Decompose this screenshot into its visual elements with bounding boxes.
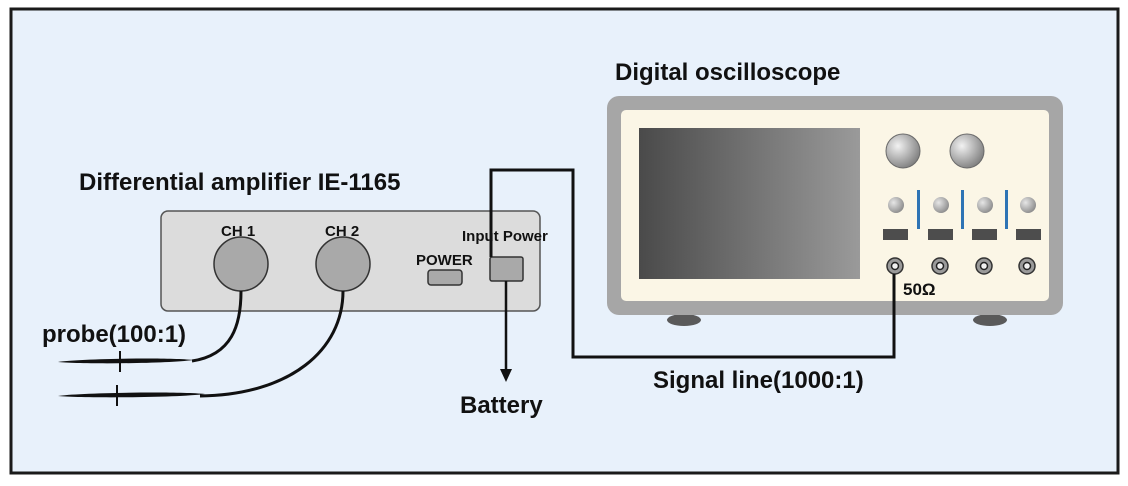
scope-input-connector[interactable]: [1018, 257, 1036, 275]
scope-divider: [917, 190, 920, 229]
oscilloscope-title: Digital oscilloscope: [615, 59, 840, 86]
scope-screen: [639, 128, 860, 279]
scope-channel-button[interactable]: [1020, 197, 1036, 213]
ch1-label: CH 1: [221, 223, 255, 240]
scope-channel-button[interactable]: [977, 197, 993, 213]
scope-foot-left: [667, 314, 701, 326]
scope-knob-right[interactable]: [949, 133, 985, 169]
scope-foot-right: [973, 314, 1007, 326]
power-switch[interactable]: [427, 269, 463, 286]
scope-divider: [961, 190, 964, 229]
signal-line-cable: [489, 168, 896, 359]
probe-cable-ch1: [191, 290, 243, 363]
power-label: POWER: [416, 252, 473, 269]
oscilloscope: 50Ω: [607, 96, 1063, 326]
input-power-label: Input Power: [462, 228, 548, 245]
differential-amplifier: CH 1 CH 2 POWER Input Power: [160, 210, 548, 312]
scope-input-connector[interactable]: [931, 257, 949, 275]
signal-line-label: Signal line(1000:1): [653, 367, 864, 394]
scope-input-connector[interactable]: [975, 257, 993, 275]
scope-channel-controls: [883, 190, 1041, 275]
probe-label: probe(100:1): [42, 321, 186, 348]
amplifier-title: Differential amplifier IE-1165: [79, 169, 400, 196]
probe-ch1: [58, 351, 193, 372]
scope-channel-button[interactable]: [933, 197, 949, 213]
ch2-input-connector[interactable]: [315, 236, 371, 292]
battery-arrow-icon: [500, 369, 512, 382]
scope-channel-key[interactable]: [928, 229, 953, 240]
ch2-label: CH 2: [325, 223, 359, 240]
battery-label: Battery: [460, 392, 543, 419]
scope-channel-key[interactable]: [883, 229, 908, 240]
scope-knob-left[interactable]: [885, 133, 921, 169]
scope-channel-key[interactable]: [972, 229, 997, 240]
ch1-input-connector[interactable]: [213, 236, 269, 292]
impedance-label: 50Ω: [903, 280, 936, 299]
scope-input-connector[interactable]: [886, 257, 904, 275]
scope-divider: [1005, 190, 1008, 229]
probe-cable-ch2: [199, 290, 345, 398]
scope-channel-button[interactable]: [888, 197, 904, 213]
scope-channel-key[interactable]: [1016, 229, 1041, 240]
probe-ch2: [58, 385, 205, 406]
input-power-jack[interactable]: [489, 256, 524, 282]
